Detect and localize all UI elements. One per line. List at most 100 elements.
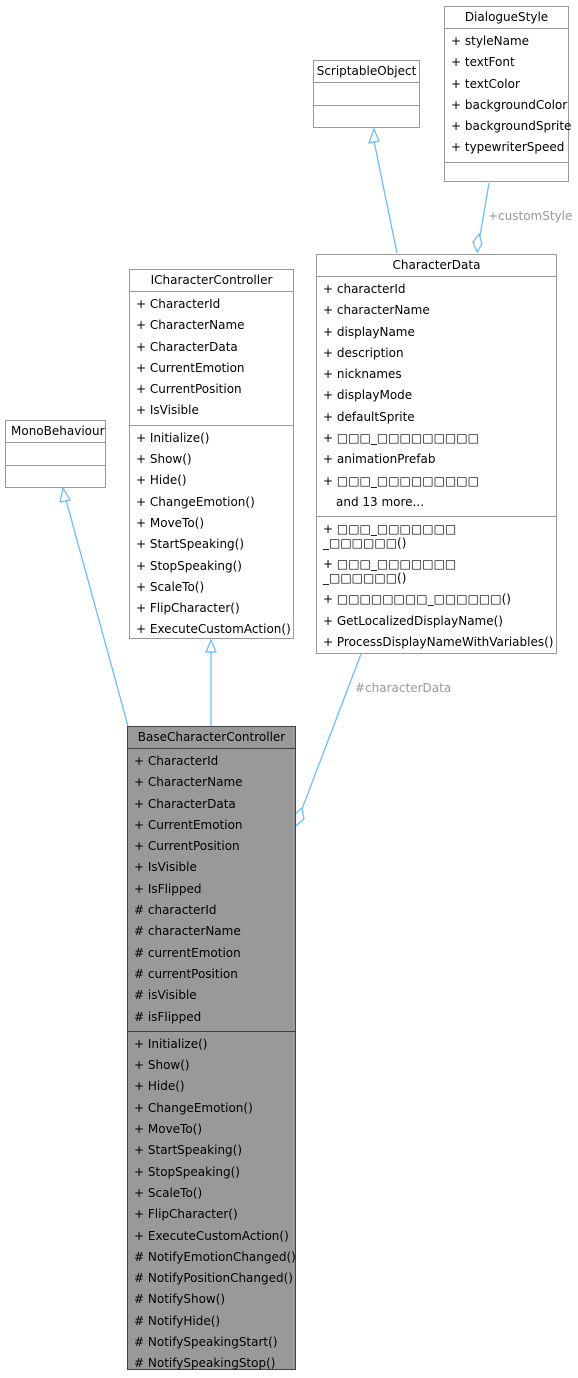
operations-section: + Initialize() + Show() + Hide() + Chang…: [128, 1032, 296, 1378]
attribute: # characterId: [134, 903, 217, 918]
attribute: + defaultSprite: [323, 409, 415, 424]
operations-section: + □□□_□□□□□□□ _□□□□□□() + □□□_□□□□□□□ _□…: [317, 517, 556, 656]
attributes-section: [6, 443, 105, 466]
attribute: + textColor: [451, 76, 520, 91]
attribute: + CharacterId: [134, 754, 219, 768]
operation: + Initialize(): [136, 430, 210, 445]
attribute: + characterName: [323, 303, 430, 318]
attribute: + IsFlipped: [134, 881, 202, 896]
class-title: ICharacterController: [130, 270, 293, 292]
class-title: BaseCharacterController: [128, 727, 295, 749]
operation: + FlipCharacter(): [134, 1207, 238, 1222]
operation: + ExecuteCustomAction(): [134, 1228, 289, 1243]
attribute: # currentPosition: [134, 966, 238, 981]
attribute: + displayName: [323, 324, 415, 339]
class-title: DialogueStyle: [445, 7, 568, 29]
edge-label-custom-style: +customStyle: [488, 209, 573, 223]
operation: + ScaleTo(): [136, 579, 205, 594]
operation: # NotifySpeakingStop(): [134, 1356, 276, 1371]
operation: + MoveTo(): [136, 515, 205, 530]
operation: + StopSpeaking(): [134, 1164, 240, 1179]
operation: + Show(): [136, 452, 192, 467]
attribute: + displayMode: [323, 388, 413, 403]
operations-section: [6, 466, 105, 488]
operation: + □□□□□□□□_□□□□□□(): [323, 592, 511, 607]
operation: + MoveTo(): [134, 1122, 203, 1137]
edge-base-monobehaviour: [65, 499, 129, 727]
operation: + Initialize(): [134, 1036, 208, 1051]
attribute: + IsVisible: [134, 860, 197, 875]
class-icharacter-controller[interactable]: ICharacterController + CharacterId + Cha…: [129, 269, 294, 639]
operation: + ProcessDisplayNameWithVariables(): [323, 634, 554, 649]
attribute: + textFont: [451, 55, 515, 70]
operation: + ExecuteCustomAction(): [136, 622, 291, 637]
edge-characterdata-base: [301, 653, 362, 810]
attributes-section: + styleName + textFont + textColor + bac…: [445, 29, 572, 163]
generalization-arrow-scriptableobject: [368, 127, 380, 144]
class-title: CharacterData: [317, 255, 556, 277]
edge-dialoguestyle-characterdata: [479, 182, 490, 237]
attribute: + CharacterName: [136, 318, 245, 333]
attribute: + CharacterId: [136, 297, 221, 311]
attribute: + IsVisible: [136, 403, 199, 418]
attribute: # isFlipped: [134, 1009, 202, 1024]
attributes-section: + CharacterId + CharacterName + Characte…: [130, 292, 293, 426]
operation: + ChangeEmotion(): [136, 494, 255, 509]
attribute: + styleName: [451, 34, 530, 48]
generalization-arrow-icharactercontroller: [205, 638, 217, 653]
operation: # NotifyHide(): [134, 1313, 221, 1328]
class-dialogue-style[interactable]: DialogueStyle + styleName + textFont + t…: [444, 6, 572, 182]
operation: + Show(): [134, 1058, 190, 1073]
attribute: + backgroundSprite: [451, 119, 572, 134]
class-title: MonoBehaviour: [6, 421, 105, 443]
attribute: + typewriterSpeed: [451, 140, 565, 155]
attribute: # currentEmotion: [134, 945, 241, 960]
operation: # NotifyPositionChanged(): [134, 1271, 293, 1286]
attributes-section: [314, 83, 419, 106]
operation: + ScaleTo(): [134, 1185, 203, 1200]
attributes-section: + characterId + characterName + displayN…: [317, 277, 556, 518]
attribute: + □□□_□□□□□□□□□: [323, 473, 479, 488]
class-base-character-controller[interactable]: BaseCharacterController + CharacterId + …: [127, 726, 296, 1370]
attribute: + CurrentEmotion: [134, 817, 243, 832]
operation: + StartSpeaking(): [134, 1143, 243, 1158]
operations-section: [445, 163, 568, 179]
operation: # NotifyShow(): [134, 1292, 226, 1307]
attribute: + description: [323, 345, 404, 360]
operation: # NotifySpeakingStart(): [134, 1335, 278, 1350]
generalization-arrow-monobehaviour: [59, 486, 71, 503]
attribute: + CharacterData: [134, 796, 236, 811]
more-attributes[interactable]: and 13 more...: [336, 494, 425, 509]
attribute: + backgroundColor: [451, 97, 568, 112]
edge-characterdata-scriptableobject: [373, 140, 398, 254]
attribute: + CurrentPosition: [136, 382, 242, 397]
attribute: # characterName: [134, 924, 241, 939]
attribute: + animationPrefab: [323, 452, 436, 467]
class-title: ScriptableObject: [314, 61, 419, 83]
attribute: + CurrentEmotion: [136, 360, 245, 375]
operation: + GetLocalizedDisplayName(): [323, 613, 503, 628]
operation: # NotifyEmotionChanged(): [134, 1249, 296, 1264]
attribute: + CharacterName: [134, 775, 243, 790]
operation: + □□□_□□□□□□□ _□□□□□□(): [323, 557, 457, 586]
operations-section: + Initialize() + Show() + Hide() + Chang…: [130, 426, 293, 644]
class-mono-behaviour[interactable]: MonoBehaviour: [5, 420, 106, 488]
attribute: + characterId: [323, 282, 406, 296]
operation: + ChangeEmotion(): [134, 1100, 253, 1115]
operations-section: [314, 106, 419, 128]
attribute: + nicknames: [323, 367, 402, 382]
edge-label-character-data: #characterData: [355, 681, 452, 695]
attribute: # isVisible: [134, 988, 197, 1003]
class-scriptable-object[interactable]: ScriptableObject: [313, 60, 420, 128]
operation: + FlipCharacter(): [136, 601, 240, 616]
attribute: + CharacterData: [136, 339, 238, 354]
operation: + StopSpeaking(): [136, 558, 242, 573]
aggregation-diamond-customstyle: [472, 232, 483, 254]
class-character-data[interactable]: CharacterData + characterId + characterN…: [316, 254, 557, 654]
attribute: + □□□_□□□□□□□□□: [323, 431, 479, 446]
attribute: + CurrentPosition: [134, 839, 240, 854]
operation: + Hide(): [136, 473, 187, 488]
operation: + Hide(): [134, 1079, 185, 1094]
attributes-section: + CharacterId + CharacterName + Characte…: [128, 749, 295, 1032]
